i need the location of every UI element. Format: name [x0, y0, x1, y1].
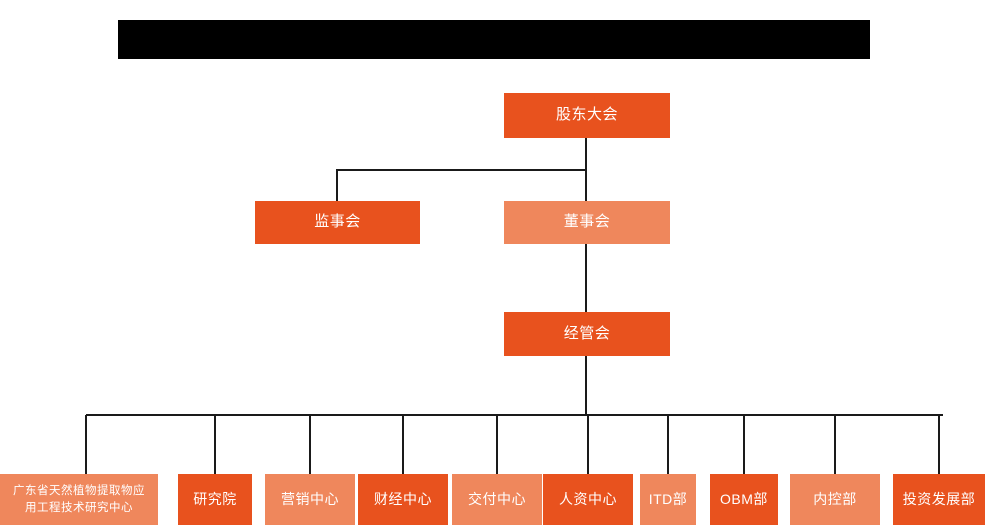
node-label: 研究院 [193, 490, 237, 507]
node-label: 交付中心 [468, 490, 526, 507]
node-label: ITD部 [648, 490, 688, 507]
node-hr-center[interactable]: 人资中心 [543, 474, 633, 525]
node-label: 内控部 [813, 490, 857, 507]
node-label-multiline: 广东省天然植物提取物应 用工程技术研究中心 [13, 483, 145, 516]
node-finance-center[interactable]: 财经中心 [358, 474, 448, 525]
node-research-institute[interactable]: 研究院 [178, 474, 252, 525]
node-label: 监事会 [314, 213, 361, 231]
node-shareholders-meeting[interactable]: 股东大会 [504, 93, 670, 138]
node-board-of-directors[interactable]: 董事会 [504, 201, 670, 244]
node-label: 董事会 [563, 213, 611, 231]
node-delivery-center[interactable]: 交付中心 [452, 474, 542, 525]
node-itd-department[interactable]: ITD部 [640, 474, 696, 525]
node-obm-department[interactable]: OBM部 [710, 474, 778, 525]
node-guangdong-research-center[interactable]: 广东省天然植物提取物应 用工程技术研究中心 [0, 474, 158, 525]
node-investment-development-department[interactable]: 投资发展部 [893, 474, 985, 525]
redacted-title-bar [118, 20, 870, 59]
node-label: 财经中心 [374, 490, 432, 507]
node-management-committee[interactable]: 经管会 [504, 312, 670, 356]
node-label-line2: 用工程技术研究中心 [25, 501, 133, 514]
node-label: 投资发展部 [902, 490, 976, 507]
node-label: OBM部 [720, 490, 768, 507]
node-internal-control-department[interactable]: 内控部 [790, 474, 880, 525]
node-label: 人资中心 [559, 490, 617, 507]
node-label: 股东大会 [555, 106, 618, 124]
node-label: 营销中心 [281, 490, 339, 507]
node-label: 经管会 [563, 324, 611, 342]
node-marketing-center[interactable]: 营销中心 [265, 474, 355, 525]
node-label-line1: 广东省天然植物提取物应 [13, 484, 145, 497]
node-supervisory-board[interactable]: 监事会 [255, 201, 420, 244]
